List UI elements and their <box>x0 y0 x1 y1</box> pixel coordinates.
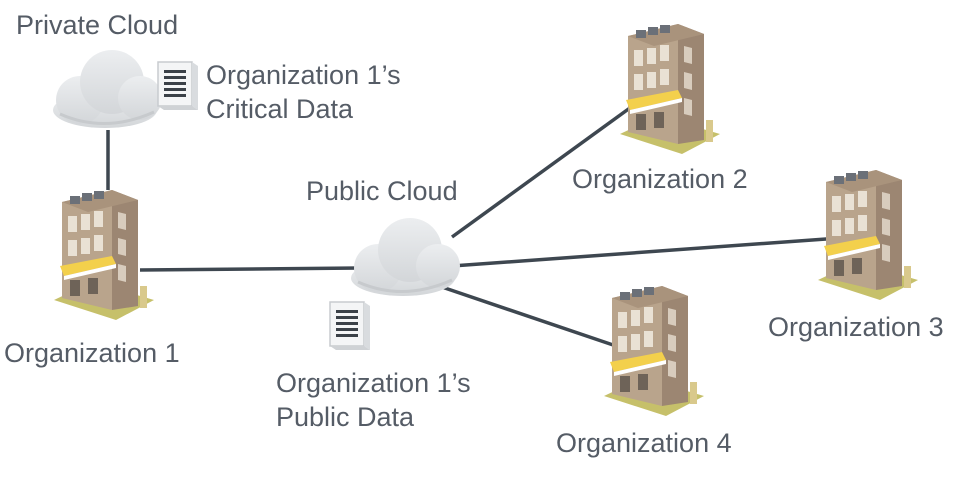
org1-label: Organization 1 <box>4 338 180 368</box>
critical-data-document-icon <box>157 61 199 111</box>
org2-label: Organization 2 <box>572 164 748 194</box>
org3-building-icon <box>818 170 918 300</box>
org4-building-icon <box>604 286 704 416</box>
org3-label: Organization 3 <box>768 312 944 342</box>
connector-public-cloud-org4 <box>435 283 623 350</box>
org4-label: Organization 4 <box>556 428 732 458</box>
org1-building-icon <box>54 190 154 320</box>
public-cloud-icon <box>349 216 462 298</box>
private-cloud-label: Private Cloud <box>16 10 179 40</box>
private-cloud-icon <box>51 48 164 130</box>
public-cloud-label: Public Cloud <box>306 176 458 206</box>
org2-building-icon <box>620 24 720 154</box>
connector-org1-public-cloud <box>139 266 361 272</box>
critical-data-label-line1: Organization 1’s <box>206 60 401 90</box>
connector-public-cloud-org2 <box>450 103 636 239</box>
public-data-label-line2: Public Data <box>276 402 415 432</box>
connector-public-cloud-org3 <box>451 236 841 268</box>
critical-data-label-line2: Critical Data <box>206 94 354 124</box>
public-data-label-line1: Organization 1’s <box>276 368 471 398</box>
public-data-document-icon <box>329 301 371 351</box>
